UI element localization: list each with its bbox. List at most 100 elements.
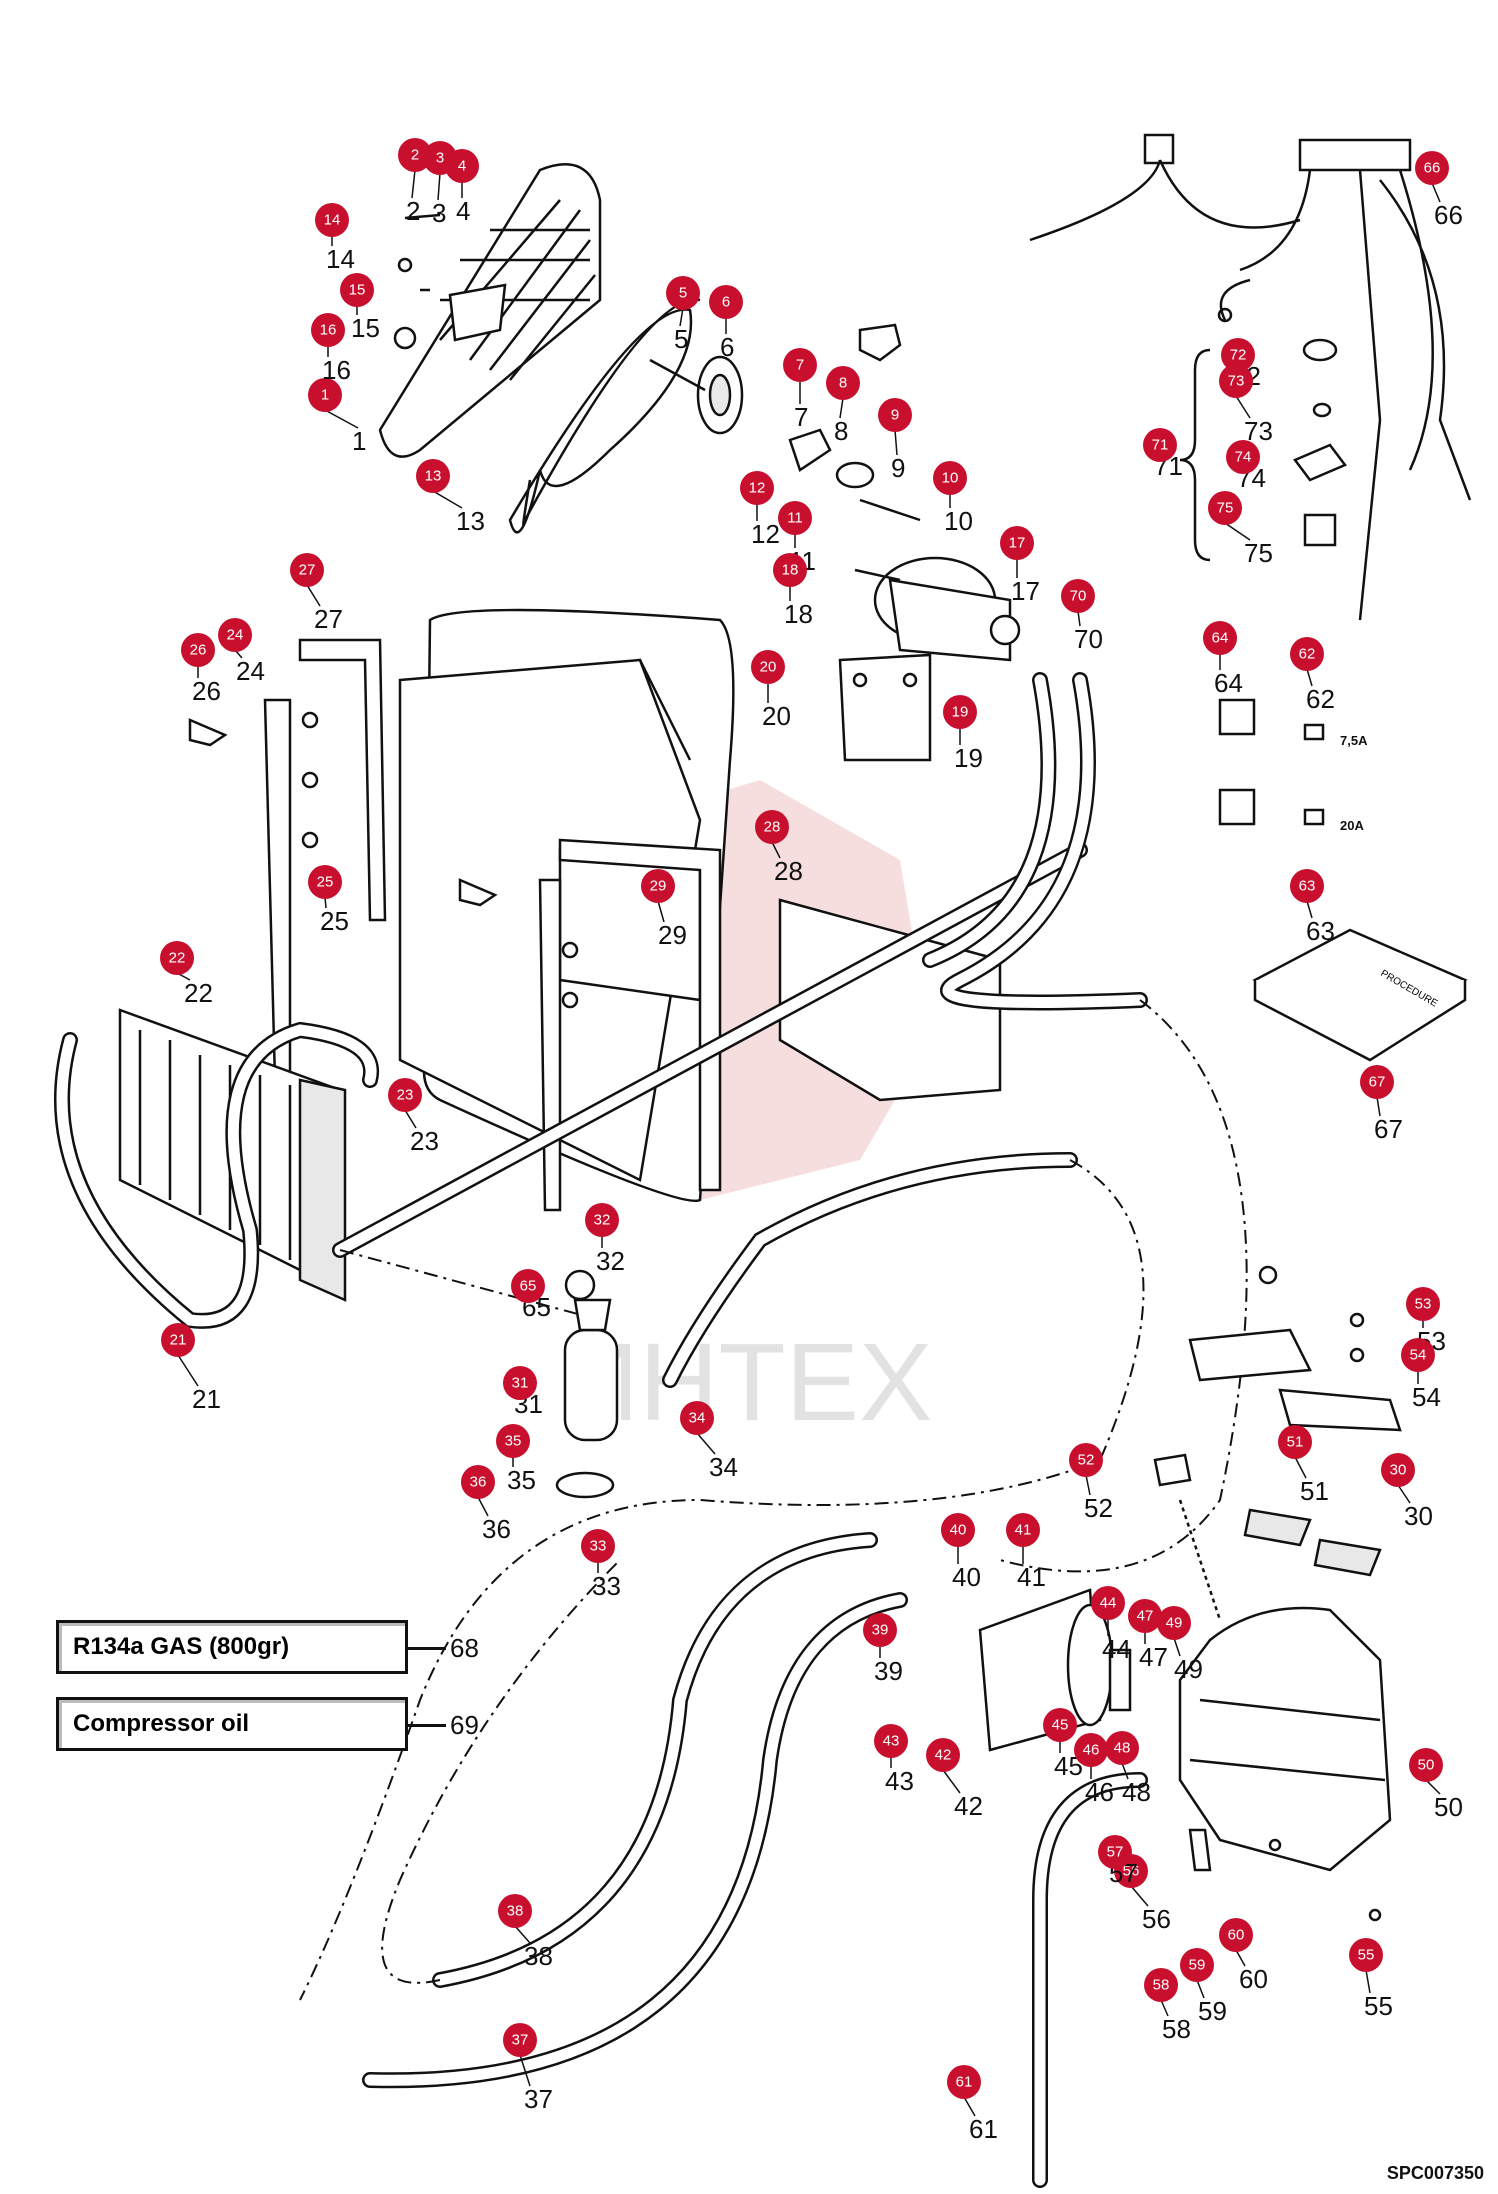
callout-badge-72[interactable]: 72 <box>1221 338 1255 372</box>
callout-badge-24[interactable]: 24 <box>218 618 252 652</box>
callout-badge-18[interactable]: 18 <box>773 553 807 587</box>
part-number-32: 32 <box>596 1246 625 1276</box>
callout-badge-label-29: 29 <box>650 878 667 895</box>
callout-badge-54[interactable]: 54 <box>1401 1338 1435 1372</box>
callout-badge-circle-51 <box>1278 1425 1312 1459</box>
callout-badge-label-56: 56 <box>1123 1863 1140 1880</box>
callout-badge-19[interactable]: 19 <box>943 695 977 729</box>
callout-badge-5[interactable]: 5 <box>666 276 700 310</box>
callout-badge-52[interactable]: 52 <box>1069 1443 1103 1477</box>
callout-badge-34[interactable]: 34 <box>680 1401 714 1435</box>
callout-badge-13[interactable]: 13 <box>416 459 450 493</box>
callout-badge-circle-63 <box>1290 869 1324 903</box>
callout-badge-67[interactable]: 67 <box>1360 1065 1394 1099</box>
callout-badge-10[interactable]: 10 <box>933 461 967 495</box>
callout-badge-15[interactable]: 15 <box>340 273 374 307</box>
callout-badge-6[interactable]: 6 <box>709 285 743 319</box>
callout-badge-23[interactable]: 23 <box>388 1078 422 1112</box>
callout-badge-51[interactable]: 51 <box>1278 1425 1312 1459</box>
callout-badge-29[interactable]: 29 <box>641 869 675 903</box>
callout-badge-42[interactable]: 42 <box>926 1738 960 1772</box>
callout-badge-circle-42 <box>926 1738 960 1772</box>
callout-badge-31[interactable]: 31 <box>503 1366 537 1400</box>
callout-badge-74[interactable]: 74 <box>1226 440 1260 474</box>
callout-badge-64[interactable]: 64 <box>1203 621 1237 655</box>
callout-badge-66[interactable]: 66 <box>1415 151 1449 185</box>
callout-badge-16[interactable]: 16 <box>311 313 345 347</box>
callout-badge-47[interactable]: 47 <box>1128 1599 1162 1633</box>
callout-badge-21[interactable]: 21 <box>161 1323 195 1357</box>
callout-badge-circle-71 <box>1143 428 1177 462</box>
callout-badge-62[interactable]: 62 <box>1290 637 1324 671</box>
callout-badge-7[interactable]: 7 <box>783 348 817 382</box>
callout-badge-27[interactable]: 27 <box>290 553 324 587</box>
callout-badge-20[interactable]: 20 <box>751 650 785 684</box>
callout-badge-38[interactable]: 38 <box>498 1894 532 1928</box>
callout-badge-43[interactable]: 43 <box>874 1724 908 1758</box>
part-number-44: 44 <box>1102 1634 1131 1664</box>
callout-badge-61[interactable]: 61 <box>947 2065 981 2099</box>
refrigerant-gas-leader <box>408 1647 446 1650</box>
callout-badge-label-72: 72 <box>1230 347 1247 364</box>
callout-badge-70[interactable]: 70 <box>1061 579 1095 613</box>
callout-badge-label-8: 8 <box>839 375 847 392</box>
callout-badge-65[interactable]: 65 <box>511 1269 545 1303</box>
callout-badge-32[interactable]: 32 <box>585 1203 619 1237</box>
part-number-48: 48 <box>1122 1777 1151 1807</box>
part-number-10: 10 <box>944 506 973 536</box>
callout-badge-58[interactable]: 58 <box>1144 1968 1178 2002</box>
callout-badge-8[interactable]: 8 <box>826 366 860 400</box>
callout-badge-26[interactable]: 26 <box>181 633 215 667</box>
callout-badge-59[interactable]: 59 <box>1180 1948 1214 1982</box>
callout-badge-55[interactable]: 55 <box>1349 1938 1383 1972</box>
callout-badge-40[interactable]: 40 <box>941 1513 975 1547</box>
callout-badge-50[interactable]: 50 <box>1409 1748 1443 1782</box>
callout-badge-17[interactable]: 17 <box>1000 526 1034 560</box>
callout-badge-39[interactable]: 39 <box>863 1613 897 1647</box>
callout-badge-45[interactable]: 45 <box>1043 1708 1077 1742</box>
callout-leader-55 <box>1365 1969 1371 1994</box>
callout-badge-circle-57 <box>1098 1835 1132 1869</box>
part-number-61: 61 <box>969 2114 998 2144</box>
callout-badge-75[interactable]: 75 <box>1208 491 1242 525</box>
callout-leader-58 <box>1160 1999 1169 2017</box>
part-number-59: 59 <box>1198 1996 1227 2026</box>
callout-badge-57[interactable]: 57 <box>1098 1835 1132 1869</box>
callout-badge-22[interactable]: 22 <box>160 941 194 975</box>
part-number-18: 18 <box>784 599 813 629</box>
callout-badge-60[interactable]: 60 <box>1219 1918 1253 1952</box>
callout-badge-73[interactable]: 73 <box>1219 364 1253 398</box>
callout-badge-36[interactable]: 36 <box>461 1465 495 1499</box>
compressor-oil-leader <box>408 1724 446 1727</box>
callout-badge-12[interactable]: 12 <box>740 471 774 505</box>
callout-badge-53[interactable]: 53 <box>1406 1287 1440 1321</box>
blower-unit <box>978 1328 1402 1872</box>
callout-badge-label-14: 14 <box>324 212 341 229</box>
callout-badge-37[interactable]: 37 <box>503 2023 537 2057</box>
callout-badge-30[interactable]: 30 <box>1381 1453 1415 1487</box>
callout-badge-circle-18 <box>773 553 807 587</box>
callout-badge-9[interactable]: 9 <box>878 398 912 432</box>
callout-badge-35[interactable]: 35 <box>496 1424 530 1458</box>
callout-badge-49[interactable]: 49 <box>1157 1606 1191 1640</box>
callout-badge-circle-72 <box>1221 338 1255 372</box>
callout-badge-11[interactable]: 11 <box>778 501 812 535</box>
callout-badge-2[interactable]: 2 <box>398 138 432 172</box>
callout-badge-14[interactable]: 14 <box>315 203 349 237</box>
callout-badge-63[interactable]: 63 <box>1290 869 1324 903</box>
callout-badge-25[interactable]: 25 <box>308 865 342 899</box>
callout-badge-46[interactable]: 46 <box>1074 1733 1108 1767</box>
callout-badge-label-7: 7 <box>796 357 804 374</box>
callout-badge-label-38: 38 <box>507 1903 524 1920</box>
callout-badge-71[interactable]: 71 <box>1143 428 1177 462</box>
callout-badge-4[interactable]: 4 <box>445 149 479 183</box>
callout-badge-44[interactable]: 44 <box>1091 1586 1125 1620</box>
callout-leader-28 <box>771 841 781 859</box>
callout-badge-33[interactable]: 33 <box>581 1529 615 1563</box>
callout-badge-41[interactable]: 41 <box>1006 1513 1040 1547</box>
callout-badge-28[interactable]: 28 <box>755 810 789 844</box>
callout-badge-circle-17 <box>1000 526 1034 560</box>
callout-badge-48[interactable]: 48 <box>1105 1731 1139 1765</box>
callout-badge-1[interactable]: 1 <box>308 378 342 412</box>
